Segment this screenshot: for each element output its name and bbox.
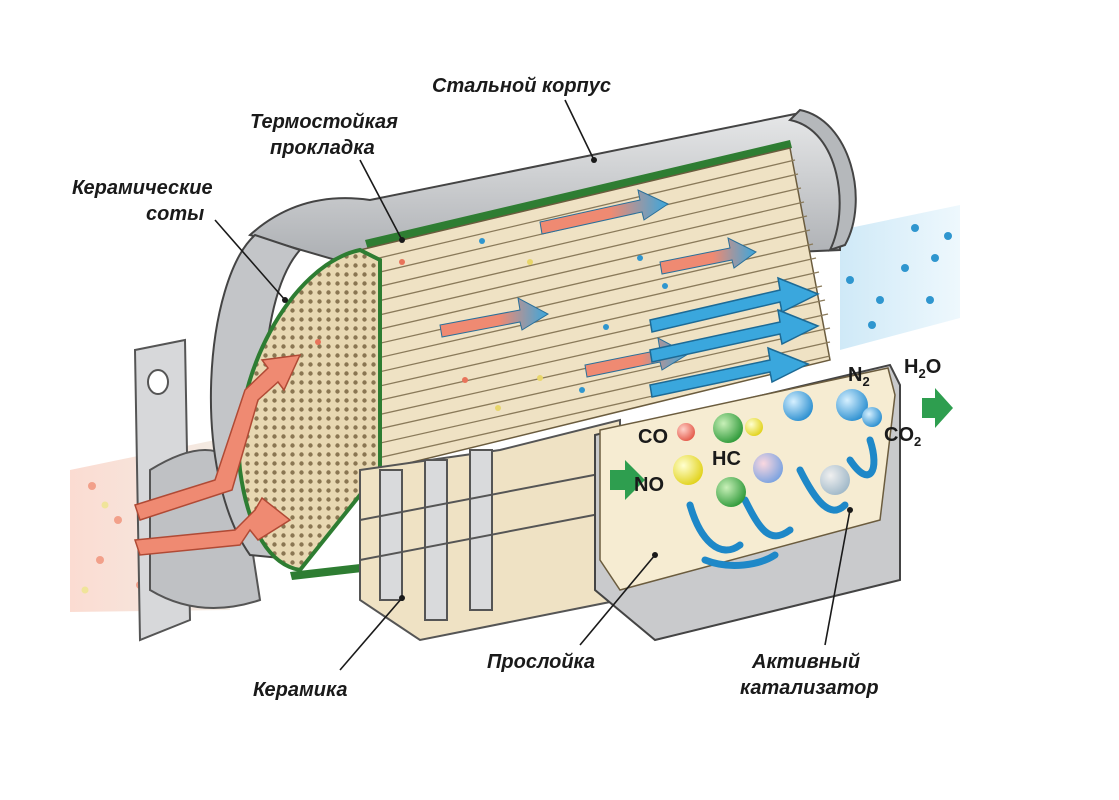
gas-flow-arrows: [133, 189, 953, 556]
label-ceramic-honeycomb-line1: Керамические: [72, 177, 213, 199]
formula-h2o-sub: 2: [918, 366, 926, 381]
hc-molecule-2: [716, 477, 746, 507]
formula-co2-base: CO: [884, 424, 914, 446]
label-layer: Прослойка: [487, 651, 596, 673]
formula-hc: HC: [712, 448, 741, 470]
n2-molecule-2: [862, 407, 882, 427]
label-ceramics: Керамика: [253, 679, 348, 701]
outlet-gas-stream: [840, 205, 960, 350]
no-molecule: [673, 455, 703, 485]
label-steel-housing: Стальной корпус: [432, 75, 612, 97]
formula-co2-sub: 2: [914, 434, 922, 449]
hc-molecule-small: [745, 418, 763, 436]
green-arrow-out: [922, 388, 953, 428]
leader-lines: [214, 99, 851, 671]
ceramics-cutaway: [359, 418, 621, 642]
formula-co: CO: [638, 426, 668, 448]
formula-n2-sub: 2: [862, 374, 870, 389]
label-heat-gasket-line1: Термостойкая: [250, 111, 398, 133]
ceramic-substrate: [236, 147, 831, 573]
inlet-flow-arrow-lower: [133, 496, 292, 556]
formula-n2-base: N: [848, 364, 863, 386]
formula-h2o: H2O: [904, 356, 941, 385]
label-heat-gasket-line2: прокладка: [270, 137, 375, 159]
molecules: [673, 389, 882, 507]
formula-h2o-o: O: [925, 356, 942, 378]
inlet-flow-arrow-upper: [134, 354, 302, 521]
exit-flow-arrow-3: [649, 346, 810, 398]
heat-resistant-gasket: [365, 140, 792, 250]
label-active-catalyst-line2: катализатор: [740, 677, 879, 699]
channel-flow-arrow-1: [539, 189, 670, 235]
exit-flow-arrow-1: [649, 276, 820, 333]
formula-co2: CO2: [884, 424, 921, 453]
n2-molecule: [836, 389, 868, 421]
co-molecule: [677, 423, 695, 441]
label-ceramic-honeycomb-line2: соты: [146, 203, 205, 225]
channel-flow-arrow-2: [659, 237, 757, 275]
mixed-molecule: [753, 453, 783, 483]
catalyst-cutaway: [594, 363, 901, 642]
label-active-catalyst-line1: Активный: [752, 651, 861, 673]
hc-molecule-1: [713, 413, 743, 443]
h2o-molecule: [783, 391, 813, 421]
green-arrow-in: [610, 460, 645, 500]
inlet-flange: [133, 338, 262, 642]
formula-h2o-h: H: [904, 356, 919, 378]
formula-no: NO: [634, 474, 664, 496]
exit-flow-arrow-2: [649, 308, 820, 363]
channel-flow-arrow-3: [439, 297, 550, 338]
formula-n2: N2: [848, 364, 870, 393]
co2-molecule: [820, 465, 850, 495]
leader-dots: [282, 157, 853, 601]
